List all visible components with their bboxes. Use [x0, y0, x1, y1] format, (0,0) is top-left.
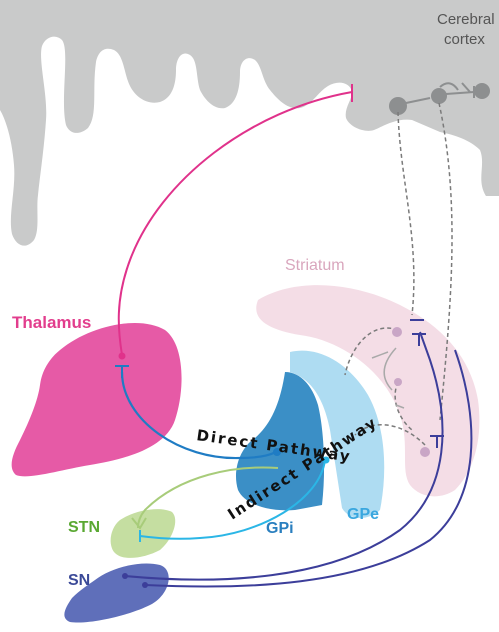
- cortex-shape: [0, 0, 499, 246]
- cortex-label-line1: Cerebral: [437, 11, 495, 28]
- cortex-to-striatum-dashed-1: [398, 112, 414, 315]
- gpi-label: GPi: [266, 520, 294, 537]
- striatal-neuron-3: [420, 447, 430, 457]
- thalamus-terminal: [119, 353, 126, 360]
- striatum-label: Striatum: [285, 257, 345, 274]
- cortex-label-line2: cortex: [444, 31, 485, 48]
- cortex-neuron-3: [474, 83, 490, 99]
- stn-label: STN: [68, 519, 100, 536]
- striatal-neuron-2: [394, 378, 402, 386]
- cortex-neuron-2: [431, 88, 447, 104]
- thalamus: [12, 323, 182, 476]
- gpe-label: GPe: [347, 506, 379, 523]
- striatal-neuron-1: [392, 327, 402, 337]
- stn: [111, 509, 176, 558]
- cerebral-cortex: [0, 0, 499, 246]
- sn-label: SN: [68, 572, 90, 589]
- thalamus-label: Thalamus: [12, 313, 91, 332]
